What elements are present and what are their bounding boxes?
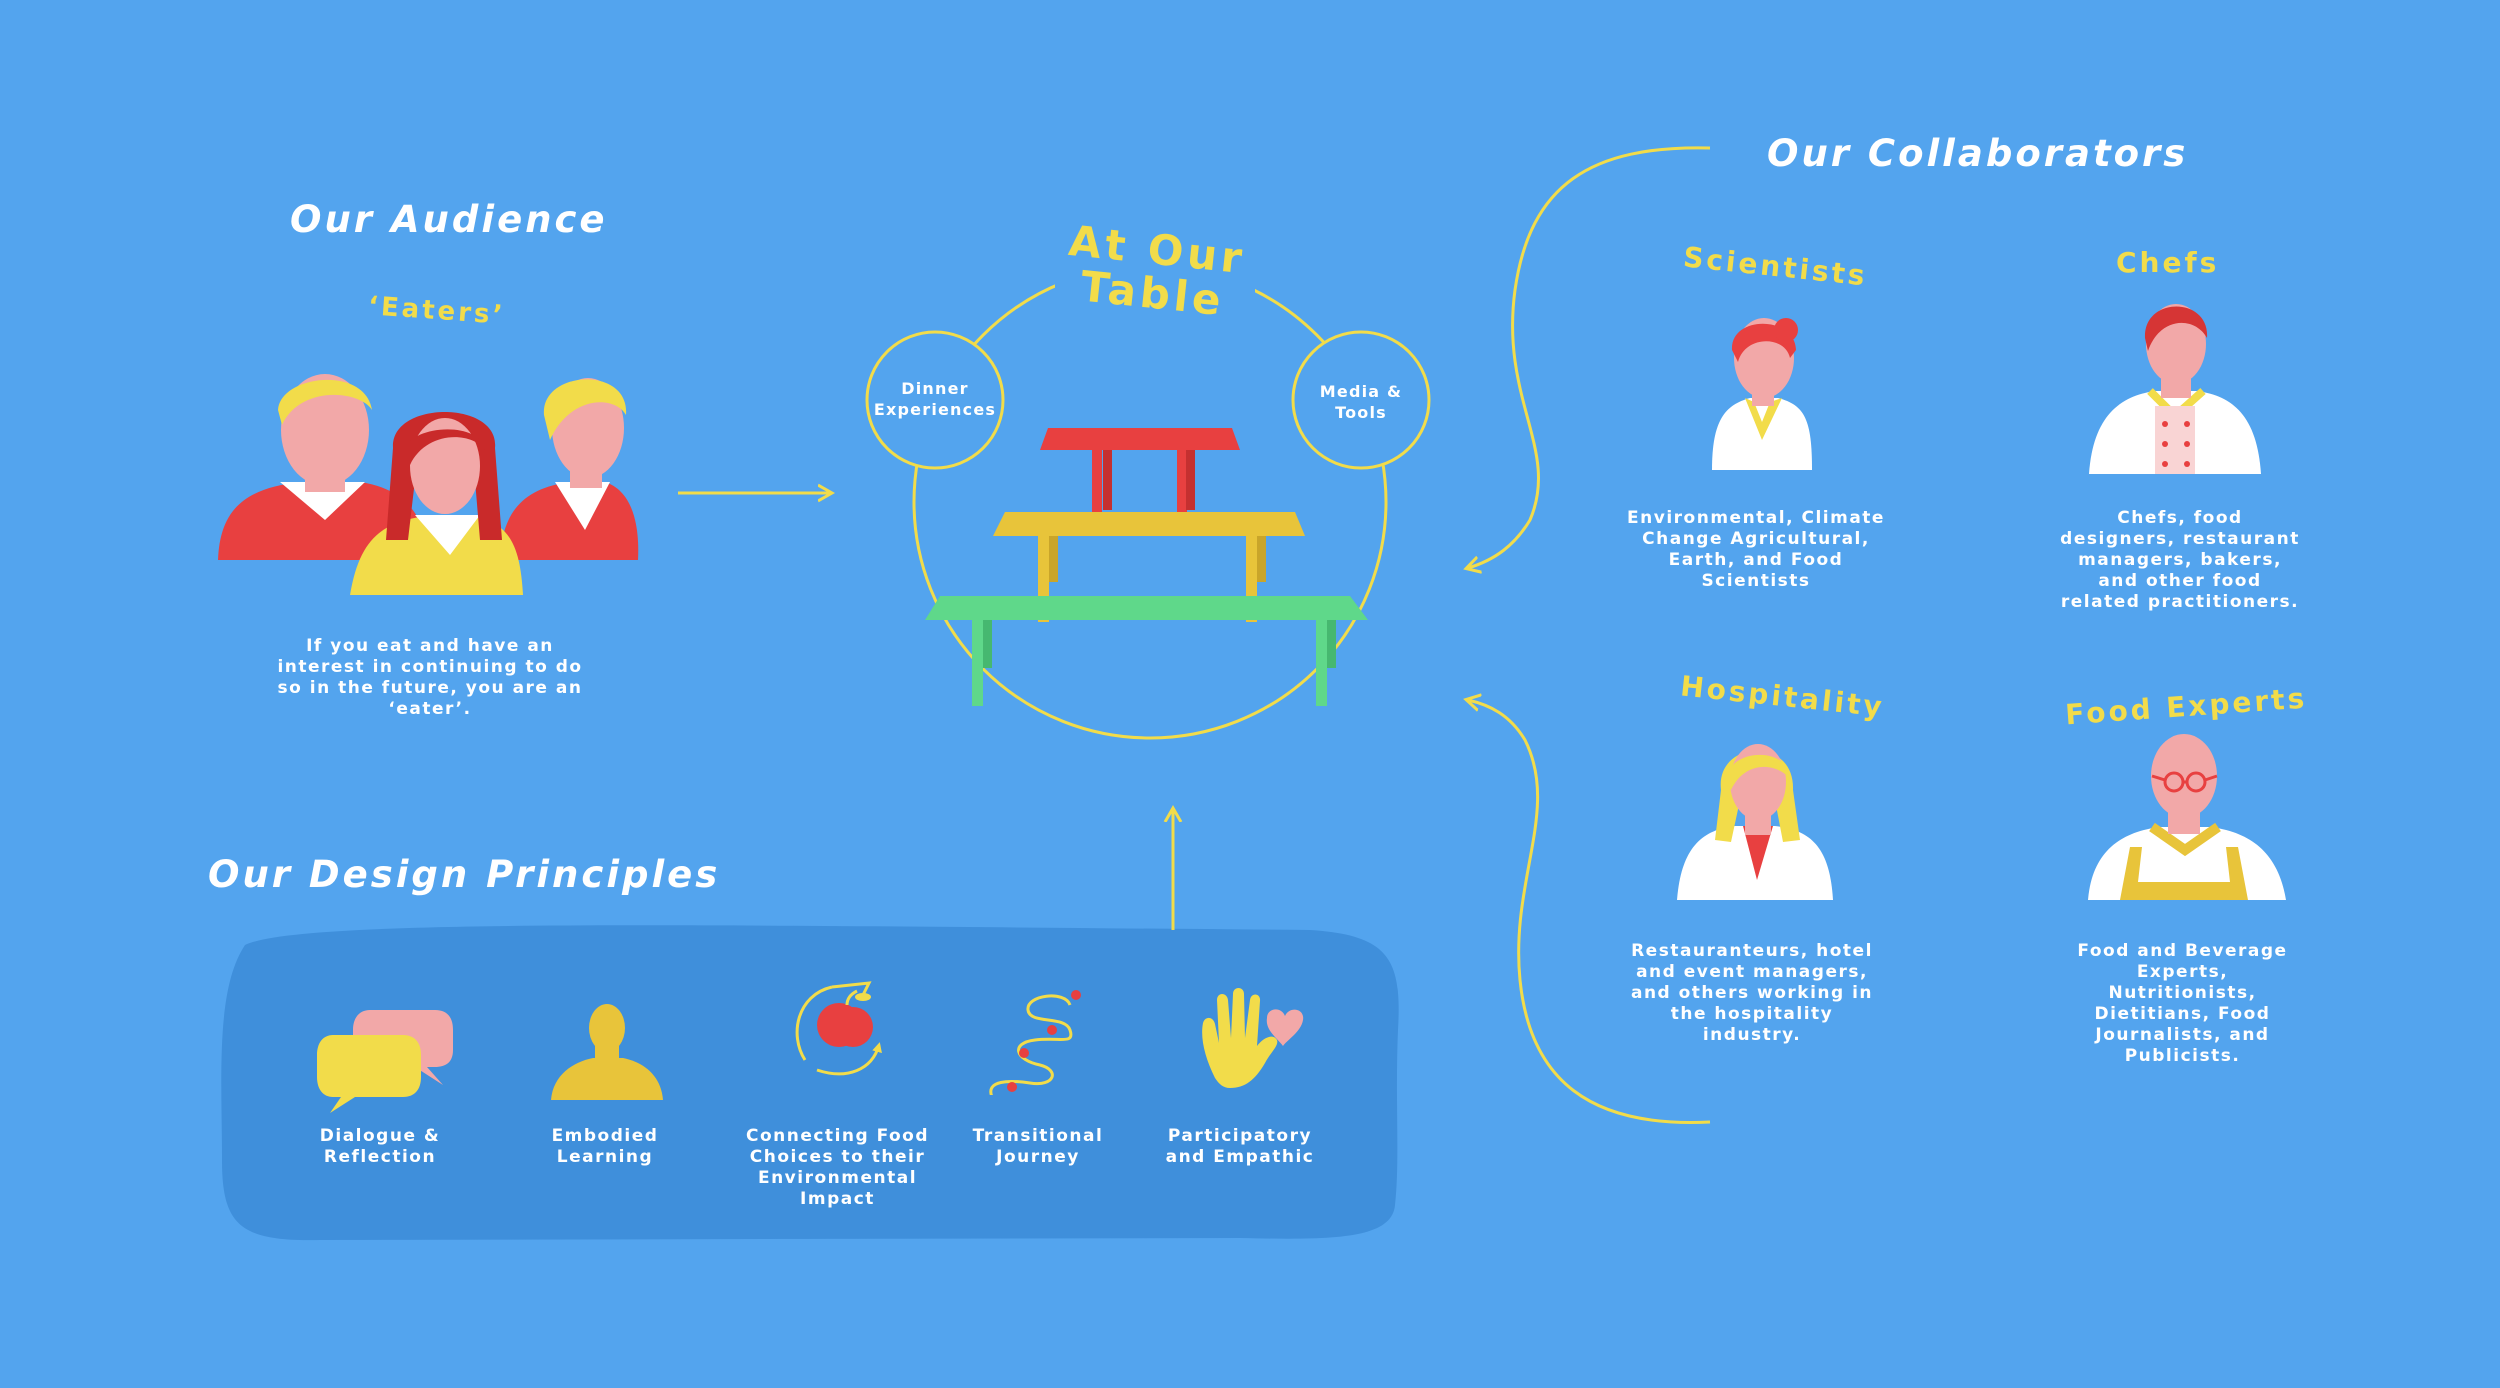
collaborators-title: Our Collaborators bbox=[1767, 132, 2189, 175]
principle-connecting-label: Connecting Food Choices to their Environ… bbox=[745, 1126, 930, 1209]
eaters-illustration bbox=[218, 374, 639, 595]
journey-path-icon bbox=[989, 990, 1081, 1095]
speech-bubbles-icon bbox=[317, 1010, 453, 1113]
principles-title: Our Design Principles bbox=[208, 853, 721, 896]
scientists-description: Environmental, Climate Change Agricultur… bbox=[1627, 508, 1885, 591]
bust-icon bbox=[551, 1004, 663, 1100]
principle-dialogue-label: Dialogue & Reflection bbox=[319, 1126, 441, 1167]
chefs-description: Chefs, food designers, restaurant manage… bbox=[2060, 508, 2300, 612]
food-experts-description: Food and Beverage Experts, Nutritionists… bbox=[2077, 941, 2288, 1066]
principle-journey-label: Transitional Journey bbox=[972, 1126, 1104, 1167]
collab-top-bracket bbox=[1468, 146, 1711, 568]
audience-description: If you eat and have an interest in conti… bbox=[277, 636, 583, 719]
principle-participatory-label: Participatory and Empathic bbox=[1165, 1126, 1315, 1167]
hospitality-description: Restauranteurs, hotel and event managers… bbox=[1630, 941, 1874, 1045]
principle-embodied-label: Embodied Learning bbox=[551, 1126, 659, 1167]
audience-title: Our Audience bbox=[290, 198, 608, 241]
hand-heart-icon bbox=[1202, 988, 1304, 1088]
food-expert-illustration bbox=[2088, 734, 2286, 900]
chef-illustration bbox=[2089, 304, 2261, 474]
chefs-label: Chefs bbox=[2116, 246, 2220, 279]
principles-panel bbox=[221, 925, 1399, 1241]
scientist-illustration bbox=[1712, 318, 1812, 470]
dinner-experiences-label: Dinner Experiences bbox=[873, 379, 997, 419]
collab-bottom-bracket bbox=[1468, 700, 1711, 1124]
apple-cycle-icon bbox=[795, 981, 882, 1076]
hospitality-illustration bbox=[1677, 744, 1833, 900]
table-illustration bbox=[925, 428, 1368, 706]
media-bubble bbox=[1291, 330, 1431, 470]
dinner-bubble bbox=[865, 330, 1005, 470]
media-tools-label: Media & Tools bbox=[1319, 382, 1403, 422]
